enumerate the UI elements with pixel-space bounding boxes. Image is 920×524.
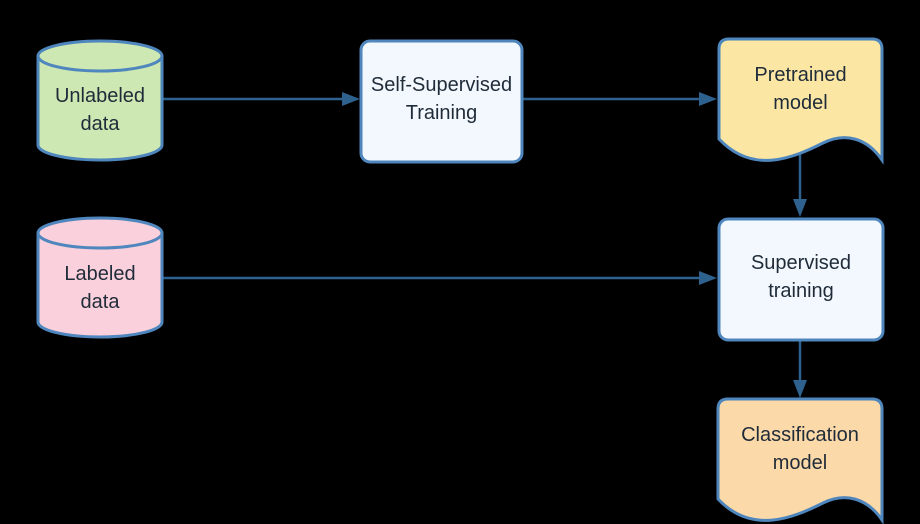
cylinder-body: [36, 216, 164, 339]
arrowhead-icon: [793, 380, 807, 398]
cylinder-rim: [36, 55, 164, 73]
edge-ssl-to-pretrained: [523, 92, 717, 106]
cylinder-rim: [36, 232, 164, 250]
node-supervised-training: [717, 217, 885, 342]
arrowhead-icon: [699, 271, 717, 285]
node-labeled-data: [36, 216, 164, 339]
arrowhead-icon: [699, 92, 717, 106]
edge-unlabeled-to-ssl: [163, 92, 360, 106]
process-box: [717, 217, 885, 342]
document-shape: [716, 397, 884, 524]
edge-pretrained-to-supervised: [793, 153, 807, 217]
arrowhead-icon: [342, 92, 360, 106]
node-pretrained-model: [717, 37, 884, 165]
edge-supervised-to-classification: [793, 341, 807, 398]
arrowhead-icon: [793, 199, 807, 217]
node-classification-model: [716, 397, 884, 524]
edge-labeled-to-supervised: [163, 271, 717, 285]
cylinder-body: [36, 39, 164, 162]
node-self-supervised-training: [359, 39, 524, 164]
node-unlabeled-data: [36, 39, 164, 162]
process-box: [359, 39, 524, 164]
document-shape: [717, 37, 884, 165]
